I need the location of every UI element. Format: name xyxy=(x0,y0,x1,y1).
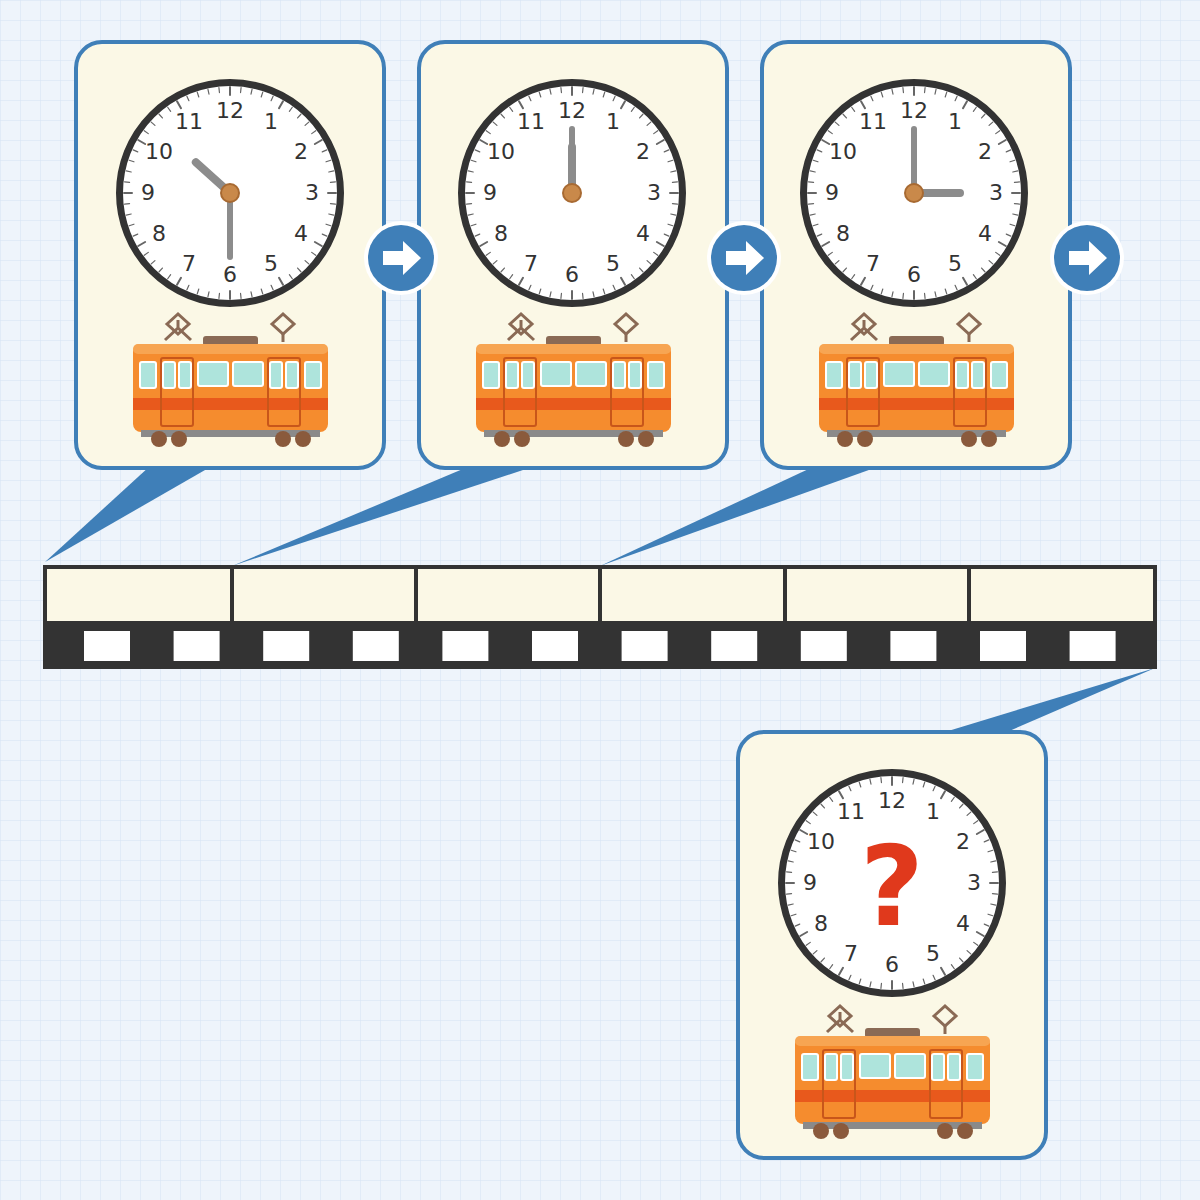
clock-number: 12 xyxy=(900,100,928,122)
clock-number: 3 xyxy=(967,872,981,894)
clock-number: 6 xyxy=(223,264,237,286)
question-mark: ? xyxy=(860,832,924,942)
clock-number: 8 xyxy=(814,913,828,935)
clock-number: 9 xyxy=(483,182,497,204)
clock-number: 4 xyxy=(978,223,992,245)
clock-face: 12 12 3 45 6 78 9 1011? xyxy=(778,769,1006,997)
clock-number: 7 xyxy=(844,943,858,965)
clock-number: 8 xyxy=(494,223,508,245)
clock-number: 9 xyxy=(141,182,155,204)
clock-number: 12 xyxy=(216,100,244,122)
timeline-bar xyxy=(43,567,1157,669)
next-arrow xyxy=(707,221,781,295)
clock-number: 6 xyxy=(907,264,921,286)
clock-number: 6 xyxy=(565,264,579,286)
clock-number: 3 xyxy=(305,182,319,204)
clock-number: 2 xyxy=(956,831,970,853)
clock-number: 6 xyxy=(885,954,899,976)
clock-number: 8 xyxy=(836,223,850,245)
clock-number: 9 xyxy=(825,182,839,204)
next-arrow xyxy=(1050,221,1124,295)
clock-number: 1 xyxy=(948,111,962,133)
clock-number: 9 xyxy=(803,872,817,894)
next-arrow xyxy=(364,221,438,295)
clock-number: 4 xyxy=(294,223,308,245)
clock-number: 11 xyxy=(517,111,545,133)
clock-number: 4 xyxy=(636,223,650,245)
callout-tail xyxy=(45,466,1155,735)
clock-number: 2 xyxy=(294,141,308,163)
clock-number: 5 xyxy=(926,943,940,965)
clock-number: 3 xyxy=(647,182,661,204)
clock-number: 12 xyxy=(878,790,906,812)
clock-number: 12 xyxy=(558,100,586,122)
clock-face: 12 12 3 45 6 78 9 1011 xyxy=(458,79,686,307)
clock-face: 12 12 3 45 6 78 9 1011 xyxy=(116,79,344,307)
train-icon xyxy=(133,314,328,447)
clock-number: 7 xyxy=(866,253,880,275)
clock-number: 11 xyxy=(859,111,887,133)
clock-number: 1 xyxy=(926,801,940,823)
clock-number: 7 xyxy=(524,253,538,275)
clock-number: 10 xyxy=(487,141,515,163)
clock-number: 5 xyxy=(606,253,620,275)
clock-number: 8 xyxy=(152,223,166,245)
clock-number: 10 xyxy=(807,831,835,853)
train-icon xyxy=(476,314,671,447)
train-icon xyxy=(819,314,1014,447)
clock-number: 3 xyxy=(989,182,1003,204)
clock-number: 7 xyxy=(182,253,196,275)
clock-number: 5 xyxy=(264,253,278,275)
clock-number: 10 xyxy=(829,141,857,163)
clock-number: 4 xyxy=(956,913,970,935)
clock-number: 1 xyxy=(606,111,620,133)
clock-number: 11 xyxy=(175,111,203,133)
clock-face: 12 12 3 45 6 78 9 1011 xyxy=(800,79,1028,307)
clock-number: 10 xyxy=(145,141,173,163)
train-icon xyxy=(795,1006,990,1139)
clock-number: 2 xyxy=(978,141,992,163)
clock-number: 11 xyxy=(837,801,865,823)
clock-number: 2 xyxy=(636,141,650,163)
clock-number: 1 xyxy=(264,111,278,133)
clock-number: 5 xyxy=(948,253,962,275)
